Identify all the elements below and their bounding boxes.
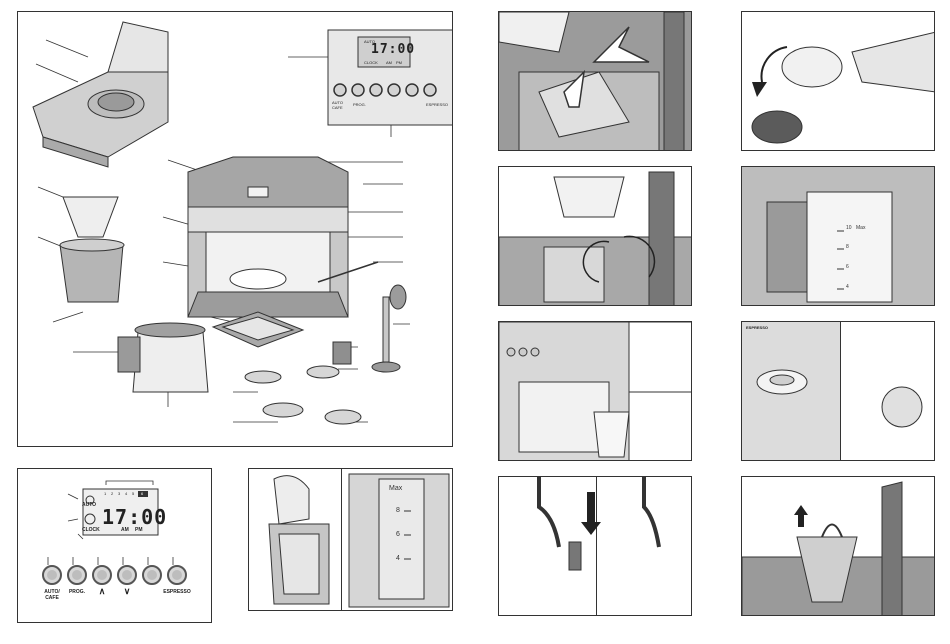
- overview-illustration: [18, 12, 453, 447]
- strength-3: 3: [118, 491, 120, 496]
- step-2-illustration: [499, 167, 692, 306]
- strength-2: 2: [111, 491, 113, 496]
- strength-5: 5: [132, 491, 134, 496]
- display-time: 17:00: [102, 505, 167, 529]
- closeup-prog-label: PROG.: [353, 102, 366, 107]
- step-8-illustration: [742, 477, 935, 616]
- closeup-auto-cafe-label: AUTO CAFE: [332, 100, 343, 110]
- step-4-illustration: [499, 477, 692, 616]
- closeup-clock: CLOCK: [364, 60, 378, 65]
- display-pm: PM: [135, 527, 143, 533]
- carafe-scale-10: 10: [846, 225, 852, 231]
- step-panel-1: [498, 11, 692, 151]
- closeup-auto: AUTO: [364, 39, 375, 44]
- closeup-espresso-label: ESPRESSO: [426, 102, 448, 107]
- step-panel-2: [498, 166, 692, 306]
- display-clock: CLOCK: [82, 527, 100, 533]
- carafe-scale-6: 6: [846, 264, 849, 270]
- down-label: ∨: [107, 586, 147, 597]
- display-auto: AUTO: [82, 502, 96, 508]
- overview-panel: 17:00 AUTO CLOCK AM PM AUTO CAFE PROG. E…: [17, 11, 453, 447]
- strength-button[interactable]: [142, 565, 162, 585]
- tank-scale-max: Max: [389, 485, 402, 492]
- carafe-scale-4: 4: [846, 284, 849, 290]
- closeup-time: 17:00: [371, 42, 415, 57]
- step-7-illustration: [742, 322, 935, 461]
- carafe-illustration: [118, 323, 208, 392]
- step-panel-8: [741, 476, 935, 616]
- step-panel-7: ESPRESSO: [741, 321, 935, 461]
- prog-button[interactable]: [67, 565, 87, 585]
- strength-6: 6: [141, 491, 143, 496]
- auto-cafe-button[interactable]: [42, 565, 62, 585]
- closeup-am: AM: [386, 60, 392, 65]
- display-am: AM: [121, 527, 129, 533]
- carafe-scale-8: 8: [846, 244, 849, 250]
- strength-1: 1: [104, 491, 106, 496]
- closeup-pm: PM: [396, 60, 402, 65]
- espresso-label: ESPRESSO: [157, 589, 197, 595]
- step-panel-4: [498, 476, 692, 616]
- tank-scale-4: 4: [396, 555, 400, 562]
- up-button[interactable]: [92, 565, 112, 585]
- step-panel-6: 10 Max 8 6 4: [741, 166, 935, 306]
- step-3-illustration: [499, 322, 692, 461]
- step-1-illustration: [499, 12, 692, 151]
- open-coffee-machine-illustration: [33, 22, 168, 167]
- step-6-illustration: [742, 167, 935, 306]
- step-5-illustration: [742, 12, 935, 151]
- step-panel-3: [498, 321, 692, 461]
- fill-water-illustration: [249, 469, 453, 611]
- tank-scale-6: 6: [396, 531, 400, 538]
- espresso-panel-label: ESPRESSO: [746, 325, 768, 330]
- down-button[interactable]: [117, 565, 137, 585]
- strength-4: 4: [125, 491, 127, 496]
- display-panel: AUTO CLOCK 17:00 AM PM 1 2 3 4 5 6 AUTO/…: [17, 468, 212, 623]
- tank-scale-8: 8: [396, 507, 400, 514]
- espresso-button[interactable]: [167, 565, 187, 585]
- carafe-scale-max: Max: [856, 225, 865, 231]
- step-panel-5: [741, 11, 935, 151]
- fill-water-panel: Max 8 6 4: [248, 468, 453, 611]
